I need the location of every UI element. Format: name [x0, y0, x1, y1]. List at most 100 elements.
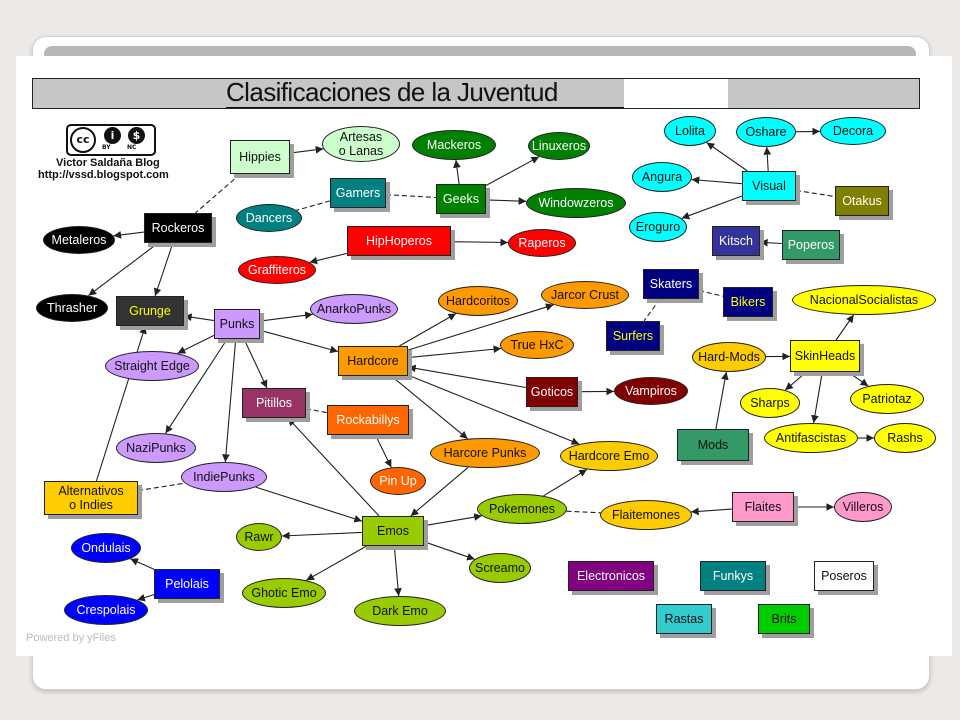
edge-punks-straightedge — [177, 334, 215, 354]
edge-hardcore-harcorepunks — [390, 375, 469, 440]
edge-emos-ghoticemo — [306, 545, 367, 581]
node-rashs: Rashs — [874, 423, 936, 453]
node-rockabillys: Rockabillys — [327, 405, 409, 435]
node-kitsch: Kitsch — [712, 226, 760, 256]
node-ghoticemo: Ghotic Emo — [242, 578, 326, 608]
edge-emos-darkemo — [393, 545, 402, 597]
node-thrasher: Thrasher — [36, 294, 108, 322]
title-bar — [32, 78, 920, 109]
node-raperos: Raperos — [508, 229, 576, 257]
edge-rockeros-thrasher — [88, 242, 159, 297]
edge-hippies-artesas — [289, 145, 324, 154]
node-skinheads: SkinHeads — [790, 340, 860, 372]
edge-rockeros-metaleros — [113, 231, 145, 239]
node-pokemones: Pokemones — [477, 494, 567, 524]
node-decora: Decora — [820, 117, 886, 145]
node-oshare: Oshare — [736, 117, 796, 147]
node-funkys: Funkys — [700, 561, 766, 591]
node-dancers: Dancers — [236, 204, 302, 232]
edge-emos-pokemones — [423, 513, 482, 527]
edge-hardcore-hardcoritos — [399, 313, 457, 347]
node-hardcoreemo: Hardcore Emo — [560, 441, 658, 471]
node-pitillos: Pitillos — [242, 388, 306, 418]
node-grunge: Grunge — [116, 296, 184, 326]
node-screamo: Screamo — [469, 553, 531, 583]
blog-name: Victor Saldaña Blog — [56, 157, 160, 169]
node-jarcor: Jarcor Crust — [541, 281, 629, 309]
edge-skinheads-antifascistas — [811, 371, 823, 424]
node-nazipunks: NaziPunks — [116, 433, 196, 463]
node-bikers: Bikers — [723, 287, 773, 317]
edge-punks-nazipunks — [165, 338, 228, 434]
node-hardcoritos: Hardcoritos — [438, 286, 518, 316]
edge-indiepunks-emos — [255, 486, 363, 523]
edge-pokemones-flaitemones — [566, 510, 601, 514]
node-surfers: Surfers — [606, 321, 660, 351]
edge-punks-anarkopunks — [259, 311, 313, 322]
edge-geeks-windowzeros — [485, 197, 527, 205]
node-ondulais: Ondulais — [71, 533, 141, 563]
edge-skinheads-nacional — [835, 314, 855, 341]
edge-punks-grunge — [183, 313, 215, 322]
edge-pelolais-ondulais — [130, 558, 155, 570]
node-straightedge: Straight Edge — [105, 351, 199, 381]
edge-punks-pitillos — [243, 338, 268, 389]
edge-punks-hardcore — [259, 329, 339, 354]
edge-visual-otakus — [795, 189, 836, 198]
edge-goticos-hardcore — [407, 364, 527, 389]
node-emos: Emos — [362, 516, 424, 546]
edge-hiphoperos-raperos — [450, 238, 509, 247]
node-punks: Punks — [214, 309, 260, 339]
edge-pelolais-crespolais — [137, 593, 155, 602]
node-indiepunks: IndiePunks — [181, 462, 267, 492]
node-rastas: Rastas — [656, 604, 712, 634]
node-flaitemones: Flaitemones — [600, 500, 692, 530]
edge-hardcore-hardcoreemo — [407, 374, 580, 445]
node-skaters: Skaters — [643, 269, 699, 299]
edge-visual-angura — [691, 176, 743, 185]
node-pelolais: Pelolais — [154, 569, 220, 599]
edge-emos-screamo — [423, 541, 475, 561]
edge-pokemones-hardcoreemo — [543, 468, 588, 497]
node-alternativos: Alternativos o Indies — [44, 481, 138, 515]
node-brits: Brits — [758, 604, 810, 634]
node-poperos: Poperos — [782, 230, 840, 260]
node-gamers: Gamers — [330, 178, 386, 208]
node-hiphoperos: HipHoperos — [347, 226, 451, 256]
edge-hippies-rockeros — [194, 173, 241, 214]
edge-mods-hardmods — [715, 371, 729, 430]
node-otakus: Otakus — [835, 186, 889, 216]
edge-rockeros-grunge — [153, 242, 174, 297]
blog-url: http://vssd.blogspot.com — [38, 169, 169, 181]
edge-skinheads-sharps — [784, 371, 807, 391]
node-villeros: Villeros — [834, 492, 892, 522]
node-graffiteros: Graffiteros — [238, 256, 316, 284]
edge-gamers-dancers — [296, 200, 331, 211]
node-harcorepunks: Harcore Punks — [430, 438, 540, 468]
node-vampiros: Vampiros — [614, 377, 688, 405]
edge-hardcore-jarcor — [407, 303, 554, 351]
node-metaleros: Metaleros — [43, 226, 115, 254]
node-windowzeros: Windowzeros — [526, 188, 626, 218]
node-hardcore: Hardcore — [338, 346, 408, 376]
cc-icon: cc — [70, 127, 96, 153]
node-hippies: Hippies — [230, 140, 290, 174]
edge-hiphoperos-graffiteros — [309, 252, 348, 265]
node-geeks: Geeks — [436, 184, 486, 214]
node-electronicos: Electronicos — [568, 561, 654, 591]
node-patriotaz: Patriotaz — [850, 384, 924, 414]
edge-emos-rawr — [281, 531, 363, 540]
powered-by-footer: Powered by yFiles — [26, 632, 116, 644]
edge-pitillos-rockabillys — [305, 408, 328, 414]
license-nc-label: NC — [127, 144, 137, 151]
license-by-label: BY — [102, 144, 111, 151]
page-title: Clasificaciones de la Juventud — [226, 77, 558, 107]
node-artesas: Artesas o Lanas — [322, 126, 400, 162]
edge-gamers-geeks — [385, 194, 437, 199]
node-nacional: NacionalSocialistas — [792, 285, 936, 315]
edge-skaters-surfers — [643, 298, 661, 322]
node-linuxeros: Linuxeros — [528, 132, 590, 160]
node-lolita: Lolita — [664, 116, 716, 146]
node-flaites: Flaites — [732, 492, 794, 522]
